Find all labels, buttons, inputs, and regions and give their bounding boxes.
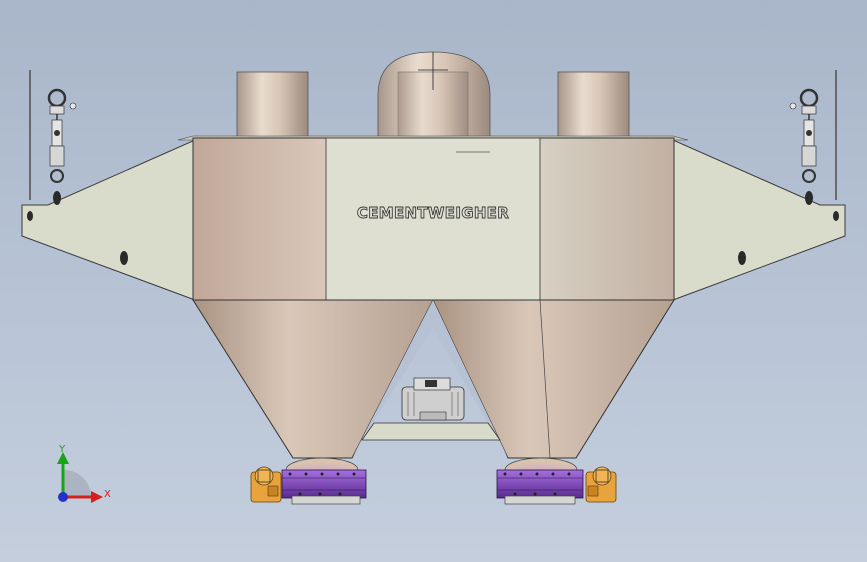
right-valve-actuator xyxy=(585,466,617,503)
y-axis-arrowhead xyxy=(57,452,69,464)
right-inlet-pipe xyxy=(557,71,630,143)
left-bracket-plate xyxy=(21,139,196,301)
left-plate-hole xyxy=(120,251,128,265)
triad-rotation-arc xyxy=(64,470,91,497)
right-hanger-rod xyxy=(789,70,837,205)
coordinate-triad[interactable]: Y X xyxy=(57,444,111,503)
left-inlet-pipe xyxy=(236,71,309,143)
right-plate-hole xyxy=(833,211,839,221)
vibrator-support-plate xyxy=(361,422,501,441)
right-plate-hole xyxy=(738,251,746,265)
left-valve-actuator xyxy=(250,466,282,503)
front-panel xyxy=(325,137,541,301)
x-axis-arrowhead xyxy=(91,491,103,503)
engraved-label: CEMENTWEIGHER xyxy=(357,204,509,222)
y-axis-label: Y xyxy=(58,444,66,455)
left-hanger-rod xyxy=(29,70,77,205)
left-outlet-valve xyxy=(281,457,367,505)
left-plate-hole xyxy=(27,211,33,221)
z-axis-origin xyxy=(58,492,68,502)
right-outlet-valve xyxy=(496,457,584,505)
right-bracket-plate xyxy=(672,139,846,301)
inner-gap xyxy=(352,300,508,458)
x-axis-label: X xyxy=(104,489,111,500)
cone-seam xyxy=(539,299,551,459)
vibrator-motor xyxy=(401,377,465,421)
